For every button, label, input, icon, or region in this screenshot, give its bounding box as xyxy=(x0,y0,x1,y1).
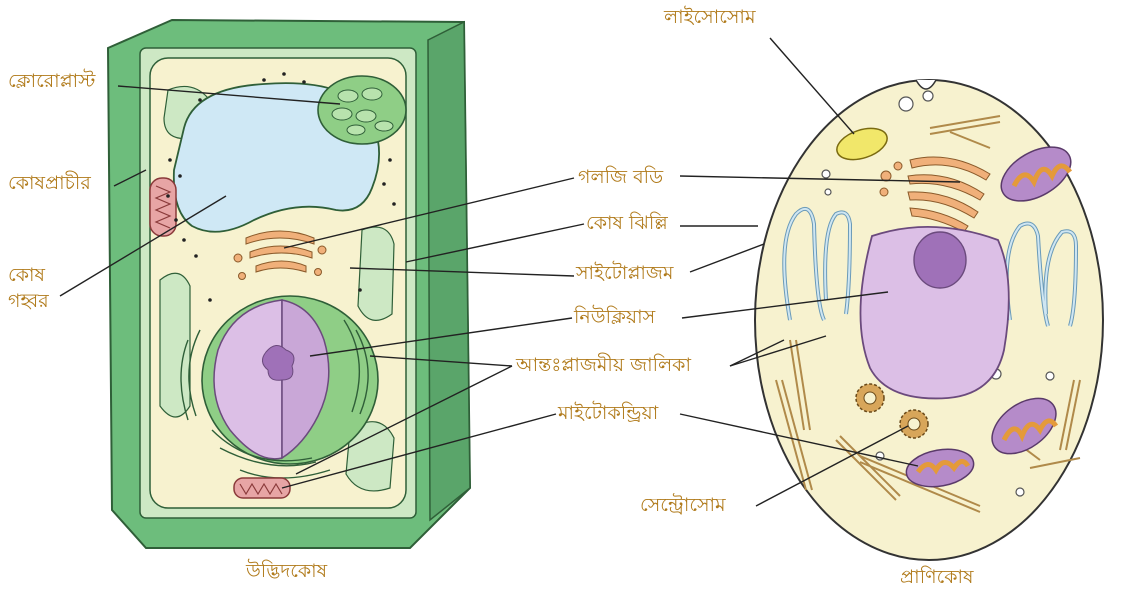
label-nucleus: নিউক্লিয়াস xyxy=(574,306,655,328)
plant-mitochondrion xyxy=(150,178,176,236)
plant-mitochondrion xyxy=(234,478,290,498)
leader-cytoplasm-animal xyxy=(690,244,764,272)
label-vacuole-line2: গহ্বর xyxy=(8,290,49,312)
animal-centriole xyxy=(856,384,884,412)
animal-cell xyxy=(755,80,1103,560)
label-centrosome: সেন্ট্রোসোম xyxy=(640,494,726,516)
label-er: আন্তঃপ্লাজমীয় জালিকা xyxy=(516,354,691,376)
caption-plant-cell: উদ্ভিদকোষ xyxy=(246,560,327,582)
leader-lysosome xyxy=(770,38,854,134)
label-golgi: গলজি বডি xyxy=(578,166,663,188)
label-mitochondria: মাইটোকন্ড্রিয়া xyxy=(558,402,658,424)
label-chloroplast: ক্লোরোপ্লাস্ট xyxy=(8,70,95,92)
animal-nucleolus xyxy=(914,232,966,288)
caption-animal-cell: প্রাণিকোষ xyxy=(900,566,974,588)
animal-centriole xyxy=(900,410,928,438)
label-cell-membrane: কোষ ঝিল্লি xyxy=(586,212,668,234)
label-vacuole-line1: কোষ xyxy=(8,264,45,286)
plant-side-plastid xyxy=(358,227,394,320)
label-cytoplasm: সাইটোপ্লাজম xyxy=(576,262,673,284)
label-cell-wall: কোষপ্রাচীর xyxy=(8,172,91,194)
label-lysosome: লাইসোসোম xyxy=(664,6,756,28)
